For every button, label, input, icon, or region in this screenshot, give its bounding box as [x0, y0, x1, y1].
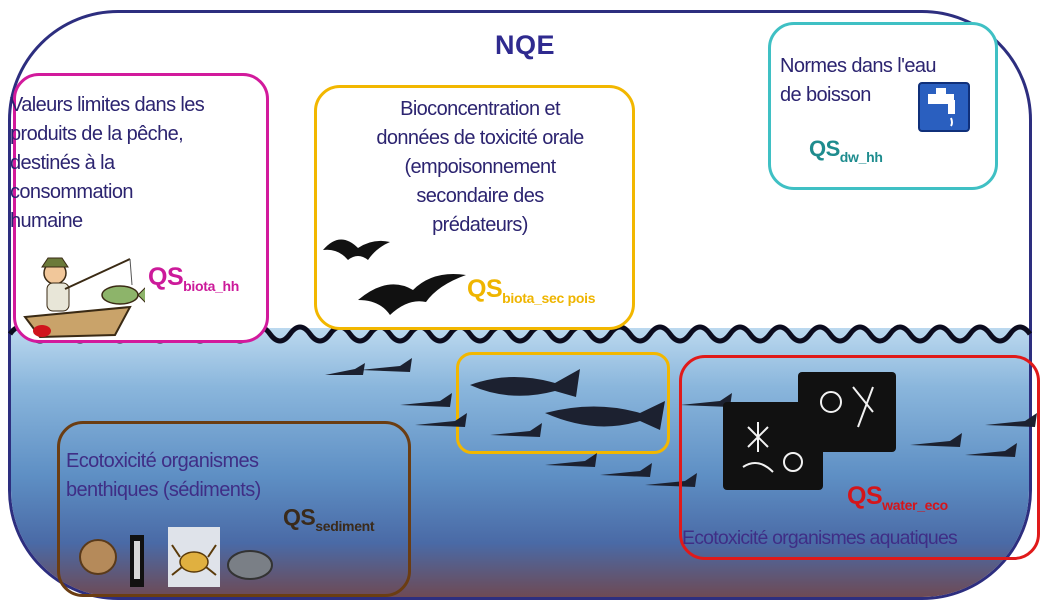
- fish-school-icon: [325, 358, 1037, 487]
- text-line: Ecotoxicité organismes: [66, 450, 259, 472]
- qs-sediment-label: QSsediment: [283, 504, 375, 534]
- qs-label: QS: [809, 136, 840, 161]
- qs-subscript: water_eco: [882, 497, 948, 513]
- qs-label: QS: [283, 504, 316, 530]
- text-line: prédateurs): [432, 214, 528, 236]
- qs-label: QS: [847, 482, 883, 510]
- text-line: Valeurs limites dans les: [10, 94, 205, 116]
- text-line: secondaire des: [416, 185, 544, 207]
- text-line: (empoisonnement: [404, 156, 556, 178]
- text-line: benthiques (sédiments): [66, 479, 261, 501]
- bioconcentration-text: Bioconcentration et données de toxicité …: [330, 95, 630, 240]
- crab-icon: [168, 527, 220, 587]
- qs-dw-hh-label: QSdw_hh: [809, 136, 883, 165]
- text-line: Bioconcentration et: [400, 98, 560, 120]
- text-line: produits de la pêche,: [10, 123, 184, 145]
- text-line: humaine: [10, 210, 83, 232]
- qs-subscript: dw_hh: [839, 149, 883, 165]
- qs-label: QS: [148, 263, 184, 291]
- text-line: consommation: [10, 181, 133, 203]
- qs-biota-sec-pois-label: QSbiota_sec pois: [467, 275, 595, 306]
- aquatic-box: [679, 355, 1040, 560]
- qs-subscript: biota_sec pois: [502, 290, 596, 306]
- qs-subscript: biota_hh: [183, 278, 240, 294]
- predator-fish-box: [456, 352, 670, 454]
- birds-icon: [323, 239, 466, 315]
- qs-water-eco-label: QSwater_eco: [847, 482, 948, 513]
- fishery-text: Valeurs limites dans les produits de la …: [10, 91, 272, 236]
- text-line: de boisson: [780, 84, 871, 106]
- aquatic-text: Ecotoxicité organismes aquatiques: [682, 524, 1040, 553]
- shellfish-icon: [79, 535, 273, 587]
- qs-biota-hh-label: QSbiota_hh: [148, 263, 239, 294]
- page-title: NQE: [495, 30, 556, 60]
- text-line: Ecotoxicité organismes aquatiques: [682, 527, 958, 549]
- plankton-icon: [723, 372, 896, 490]
- text-line: Normes dans l'eau: [780, 55, 937, 77]
- faucet-icon: [918, 82, 970, 132]
- text-line: destinés à la: [10, 152, 115, 174]
- sediment-box: [57, 421, 411, 597]
- text-line: données de toxicité orale: [376, 127, 584, 149]
- drinking-water-text: Normes dans l'eau de boisson: [780, 52, 990, 110]
- qs-label: QS: [467, 275, 503, 303]
- bioconcentration-box: [314, 85, 635, 330]
- qs-subscript: sediment: [315, 518, 375, 534]
- fisherman-icon: [23, 257, 145, 339]
- sediment-text: Ecotoxicité organismes benthiques (sédim…: [66, 447, 406, 505]
